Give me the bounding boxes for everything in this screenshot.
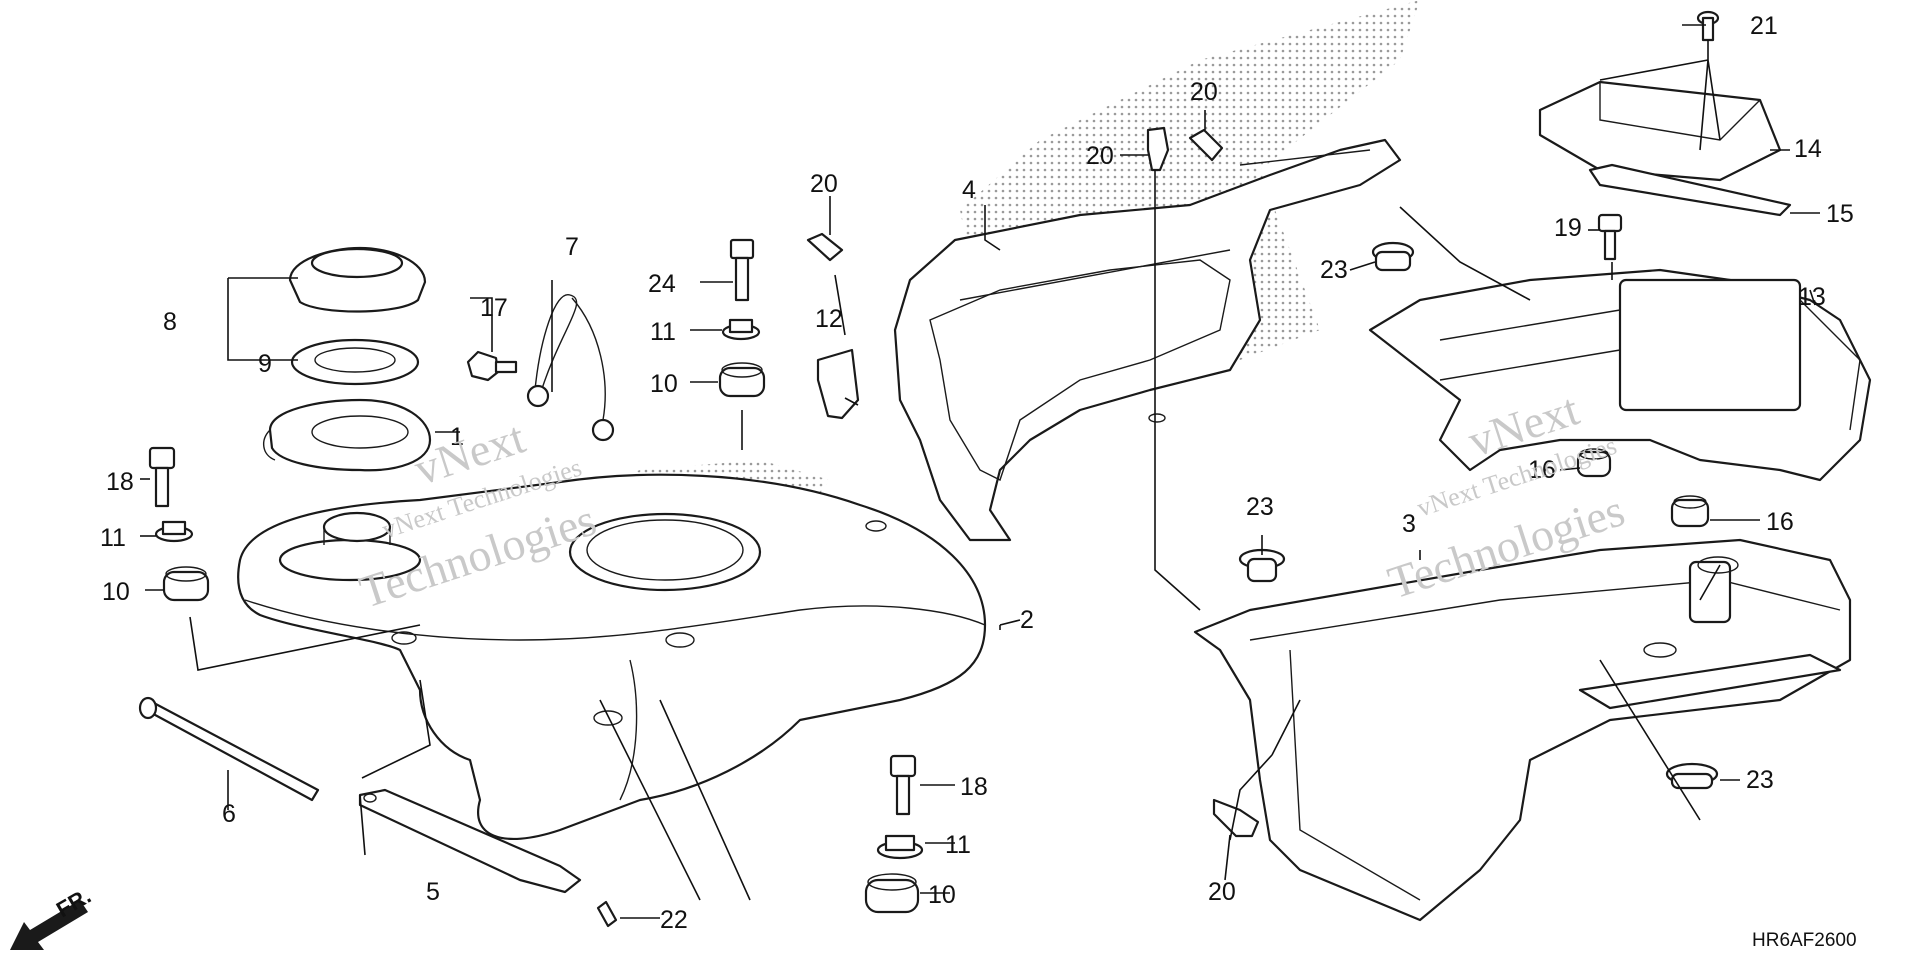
callout-numbers: 1 2 3 4 5 6 7 8 9 10 10 10 11 11 11 12 1…: [100, 12, 1854, 934]
bolt-part-21: [1696, 10, 1720, 42]
callout-16-b: 16: [1766, 508, 1794, 536]
lower-tray-part-3: [1193, 538, 1852, 922]
callout-20-b: 20: [1086, 142, 1114, 170]
callout-20-a: 20: [810, 170, 838, 198]
grommet-part-23-top: [1371, 241, 1415, 272]
callout-22: 22: [660, 906, 688, 934]
push-pin-part-20-b: [1146, 126, 1170, 172]
callout-11-lower: 11: [945, 831, 971, 859]
callout-24: 24: [648, 270, 676, 298]
filler-neck-part-1: [263, 398, 432, 472]
callout-12: 12: [815, 305, 843, 333]
grommet-part-23-mid: [1238, 548, 1286, 583]
fuel-tank-part-2: [237, 473, 987, 840]
callout-3: 3: [1402, 510, 1416, 538]
callout-23-mid: 23: [1246, 493, 1274, 521]
callout-23-right: 23: [1746, 766, 1774, 794]
battery-box-part-13: [1368, 268, 1872, 482]
callout-19: 19: [1554, 214, 1582, 242]
bracket-part-12: [816, 348, 860, 420]
callout-14: 14: [1794, 135, 1822, 163]
callout-20-c: 20: [1190, 78, 1218, 106]
clip-part-22: [596, 900, 618, 928]
tank-strap-part-5: [358, 788, 582, 894]
cap-gasket-part-9: [290, 338, 420, 386]
callout-18-lower: 18: [960, 773, 988, 801]
callout-21: 21: [1750, 12, 1778, 40]
rubber-mount-part-10-lower: [864, 873, 920, 914]
callout-11-left: 11: [100, 524, 126, 552]
callout-17: 17: [480, 294, 508, 322]
front-direction-arrow: FR.: [10, 883, 95, 950]
rubber-mount-part-10-left: [162, 566, 210, 602]
callout-13: 13: [1798, 283, 1826, 311]
bolt-part-24: [729, 238, 755, 302]
callout-18-left: 18: [106, 468, 134, 496]
callout-15: 15: [1826, 200, 1854, 228]
mounting-rod-part-6: [138, 696, 320, 802]
push-pin-part-20-c: [1188, 128, 1224, 162]
callout-10-upper: 10: [650, 370, 678, 398]
callout-5: 5: [426, 878, 440, 906]
bolt-part-18-left: [148, 446, 176, 508]
callout-1: 1: [450, 423, 464, 451]
callout-2: 2: [1020, 606, 1034, 634]
callout-10-lower: 10: [928, 881, 956, 909]
push-pin-part-20-a: [806, 232, 844, 262]
callout-7: 7: [565, 233, 579, 261]
collar-part-11-left: [154, 520, 194, 543]
callout-20-d: 20: [1208, 878, 1236, 906]
callout-23-top: 23: [1320, 256, 1348, 284]
grommet-part-23-right: [1665, 762, 1719, 790]
cushion-part-16-b: [1670, 495, 1710, 528]
push-pin-part-20-d: [1212, 798, 1260, 838]
collar-part-11-lower: [876, 834, 924, 860]
collar-part-11-upper: [721, 318, 761, 341]
bolt-part-18-lower: [889, 754, 917, 816]
leader-lines: [140, 24, 1820, 919]
breather-cable-part-7: [526, 294, 615, 442]
callout-16-a: 16: [1528, 456, 1556, 484]
callout-6: 6: [222, 800, 236, 828]
callout-9: 9: [258, 350, 272, 378]
bolt-part-17: [466, 350, 518, 382]
callout-8: 8: [163, 308, 177, 336]
battery-cover-part-14: [1538, 80, 1782, 182]
diagram-code: HR6AF2600: [1752, 930, 1857, 951]
callout-10-left: 10: [102, 578, 130, 606]
fuel-cap-part-8: [288, 246, 427, 313]
upper-cover-part-4: [893, 138, 1402, 542]
cushion-part-16-a: [1576, 448, 1612, 478]
rubber-mount-part-10-upper: [718, 362, 766, 398]
callout-11-upper: 11: [650, 318, 676, 346]
cover-seal-part-15: [1588, 163, 1792, 217]
callout-4: 4: [962, 176, 976, 204]
bolt-part-19: [1597, 213, 1623, 261]
